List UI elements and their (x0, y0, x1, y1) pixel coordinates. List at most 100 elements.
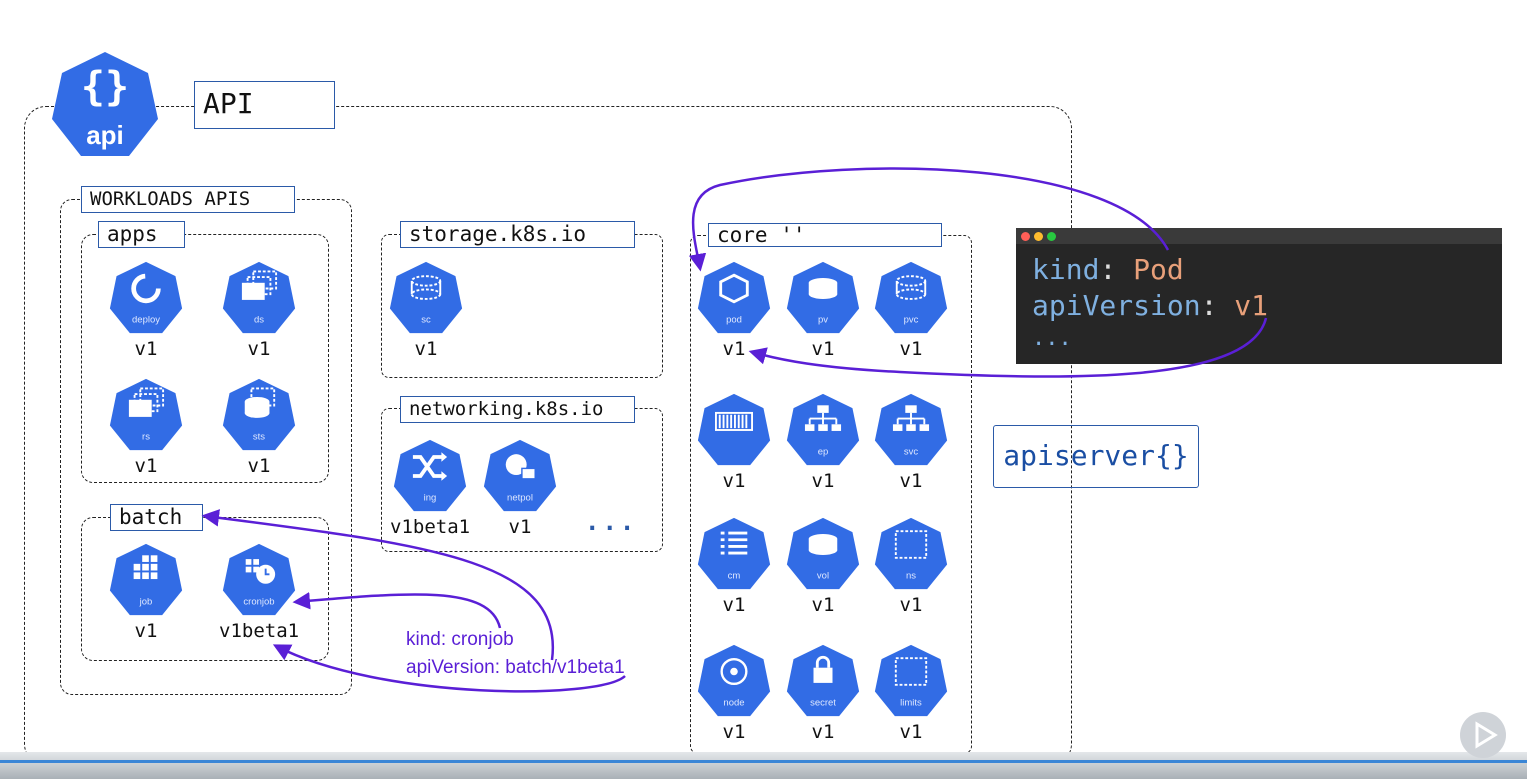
resource-short-name: node (723, 698, 744, 709)
resource-version: v1 (247, 338, 271, 360)
resource-version: v1 (247, 455, 271, 477)
resource-short-name: ep (818, 447, 829, 458)
resource-cm: cm v1 (694, 516, 774, 616)
code-line-kind: kind: Pod (1032, 253, 1184, 286)
resource-version: v1 (414, 338, 438, 360)
apiserver-label: apiserver{} (993, 425, 1199, 488)
pvc-icon: pvc (874, 261, 948, 334)
code-window: kind: Pod apiVersion: v1 ... (1016, 228, 1502, 364)
workloads-title: WORKLOADS APIS (81, 186, 295, 213)
resource-version: v1 (508, 516, 532, 538)
ing-icon: ing (393, 439, 467, 512)
storage-title: storage.k8s.io (400, 221, 635, 248)
apps-title: apps (98, 221, 185, 248)
code-line-ellipsis: ... (1032, 326, 1072, 351)
api-badge: {} api (50, 50, 160, 162)
batch-title: batch (110, 504, 203, 531)
resource-pv: pv v1 (783, 260, 863, 360)
player-bottom-bar (0, 752, 1527, 779)
api-badge-label: api (86, 120, 124, 150)
resource-icon (697, 393, 771, 466)
resource-version: v1 (899, 338, 923, 360)
apps-frame (81, 234, 329, 483)
resource-short-name: vol (817, 571, 829, 582)
cronjob-icon: cronjob (222, 543, 296, 616)
resource-short-name: ns (906, 571, 916, 582)
resource-version: v1 (811, 338, 835, 360)
resource-short-name: ds (254, 315, 264, 326)
cronjob-note-kind: kind: cronjob (406, 629, 514, 650)
resource-version: v1 (722, 338, 746, 360)
ns-icon: ns (874, 517, 948, 590)
resource-cronjob: cronjob v1beta1 (219, 542, 299, 642)
cm-icon: cm (697, 517, 771, 590)
resource-short-name: job (139, 597, 153, 608)
sts-icon: sts (222, 378, 296, 451)
resource-limits: limits v1 (871, 643, 951, 743)
resource-version: v1 (899, 721, 923, 743)
resource-svc: svc v1 (871, 392, 951, 492)
resource-secret: secret v1 (783, 643, 863, 743)
limits-icon: limits (874, 644, 948, 717)
resource-ing: ing v1beta1 (390, 438, 470, 538)
resource-sts: sts v1 (219, 377, 299, 477)
sc-icon: sc (389, 261, 463, 334)
resource-version: v1 (134, 455, 158, 477)
resource-short-name: svc (904, 447, 919, 458)
cronjob-note-apiversion: apiVersion: batch/v1beta1 (406, 657, 625, 678)
maximize-dot-icon (1047, 232, 1056, 241)
resource-short-name: sc (421, 315, 431, 326)
resource-node: node v1 (694, 643, 774, 743)
ds-icon: ds (222, 261, 296, 334)
resource-version: v1 (899, 594, 923, 616)
resource-ds: ds v1 (219, 260, 299, 360)
resource-version: v1 (134, 338, 158, 360)
close-dot-icon (1021, 232, 1030, 241)
minimize-dot-icon (1034, 232, 1043, 241)
resource-version: v1beta1 (390, 516, 471, 538)
code-titlebar (1016, 228, 1502, 244)
resource-short-name: secret (810, 698, 836, 709)
resource-version: v1beta1 (219, 620, 300, 642)
play-icon[interactable] (1460, 712, 1506, 758)
svc-icon: svc (874, 393, 948, 466)
resource-pod: pod v1 (694, 260, 774, 360)
resource-version: v1 (899, 470, 923, 492)
resource-deploy: deploy v1 (106, 260, 186, 360)
vol-icon: vol (786, 517, 860, 590)
pod-icon: pod (697, 261, 771, 334)
resource-sc: sc v1 (386, 260, 466, 360)
resource-short-name: pv (818, 315, 828, 326)
job-icon: job (109, 543, 183, 616)
resource-version: v1 (811, 721, 835, 743)
node-icon: node (697, 644, 771, 717)
resource-short-name: sts (253, 432, 265, 443)
resource-ns: ns v1 (871, 516, 951, 616)
core-title: core '' (708, 223, 942, 247)
resource-pvc: pvc v1 (871, 260, 951, 360)
api-badge-glyph: {} (80, 64, 130, 110)
cronjob-note: kind: cronjob apiVersion: batch/v1beta1 (406, 626, 625, 682)
resource-version: v1 (722, 594, 746, 616)
ep-icon: ep (786, 393, 860, 466)
networking-more: ... (585, 508, 638, 536)
resource-version: v1 (722, 470, 746, 492)
pv-icon: pv (786, 261, 860, 334)
resource-short-name: deploy (132, 315, 160, 326)
resource-short-name: pvc (904, 315, 919, 326)
resource-version: v1 (722, 721, 746, 743)
player-progress-line[interactable] (0, 760, 1527, 763)
resource-short-name: pod (726, 315, 742, 326)
networking-title: networking.k8s.io (400, 396, 635, 423)
resource-short-name: netpol (507, 493, 533, 504)
resource-item: v1 (694, 392, 774, 492)
api-heptagon-icon (52, 52, 158, 156)
api-title: API (194, 81, 335, 129)
resource-short-name: limits (900, 698, 922, 709)
resource-short-name: cronjob (243, 597, 274, 608)
rs-icon: rs (109, 378, 183, 451)
resource-short-name: ing (424, 493, 437, 504)
resource-rs: rs v1 (106, 377, 186, 477)
resource-version: v1 (811, 594, 835, 616)
